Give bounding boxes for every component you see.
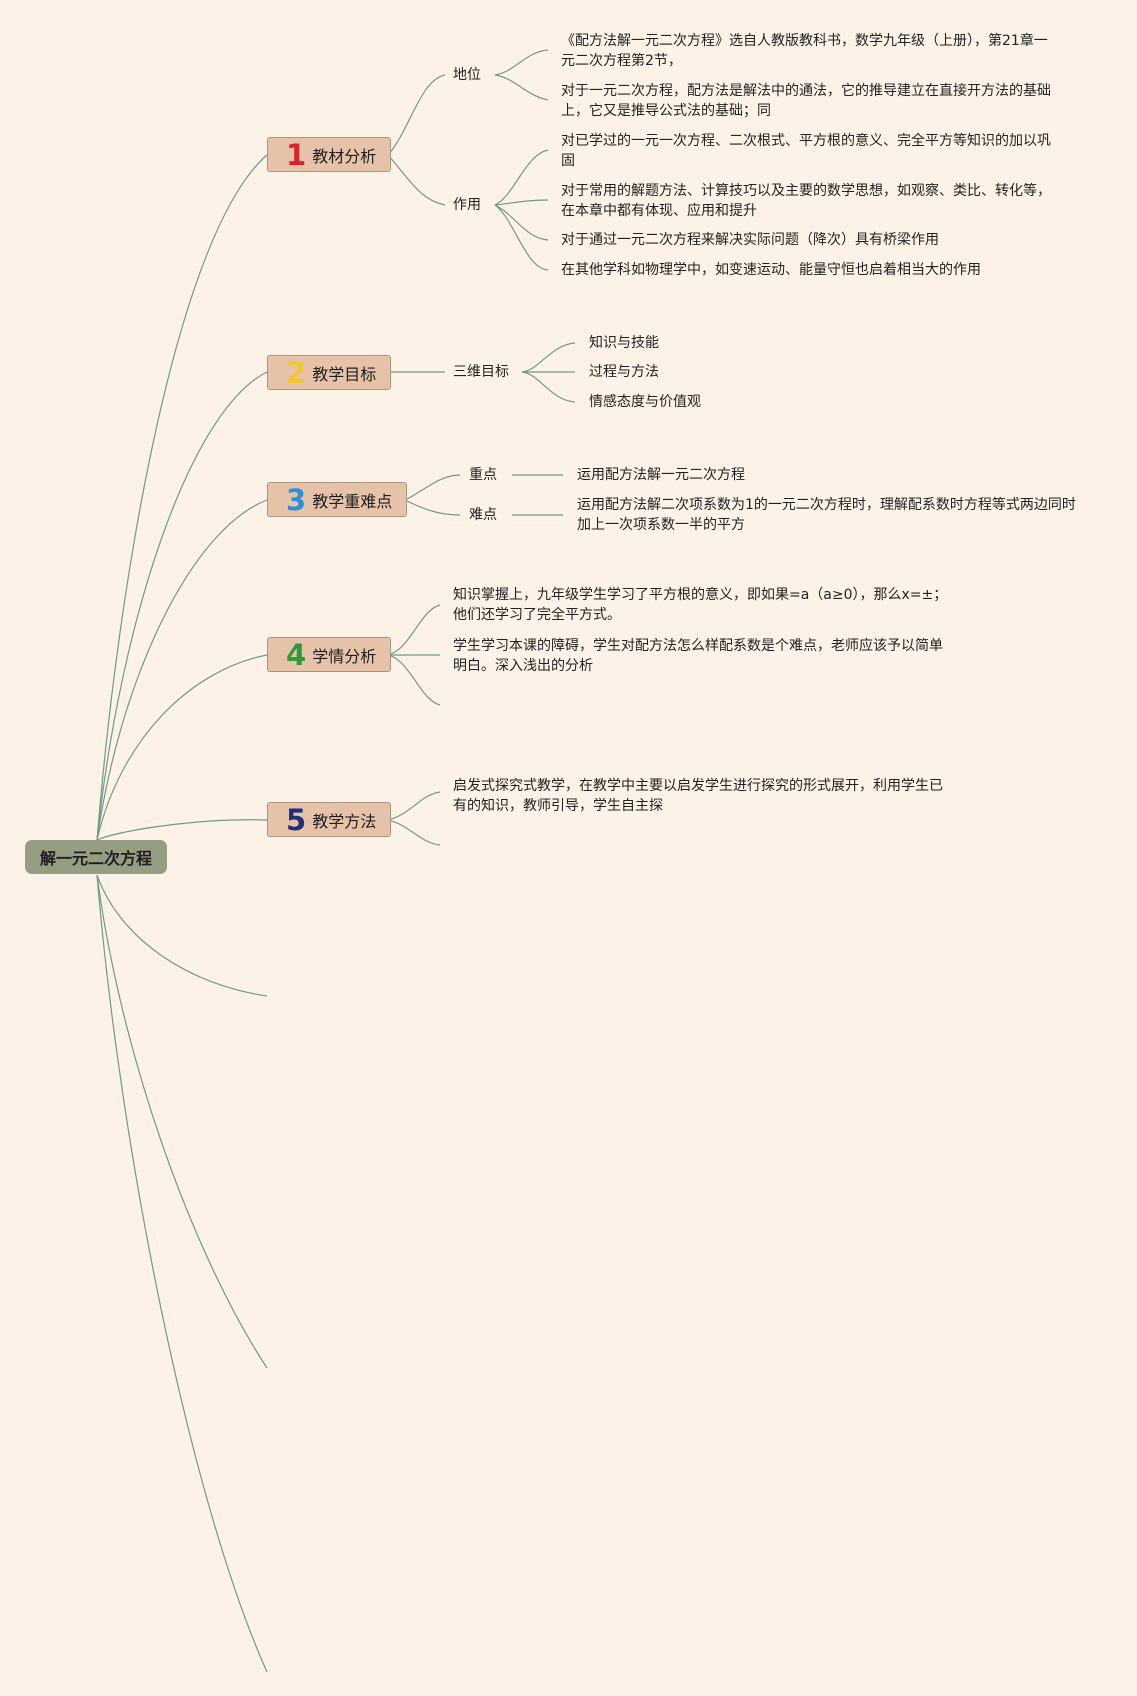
link-root-b5 — [96, 819, 268, 841]
link-b4-l3 — [387, 654, 441, 706]
branch-3-title: 教学重难点 — [312, 491, 393, 511]
link-b3-s1 — [404, 474, 461, 501]
branch-2-sub-1-leaf-3[interactable]: 情感态度与价值观 — [589, 394, 701, 410]
branch-2-number-icon: 2 — [286, 356, 307, 390]
link-b1-s2-l3 — [494, 204, 549, 241]
branch-3-sub-2-leaf-1[interactable]: 运用配方法解二次项系数为1的一元二次方程时，理解配系数时方程等式两边同时加上一次… — [577, 497, 1076, 533]
branch-1-sub-1-label[interactable]: 地位 — [453, 67, 481, 83]
link-b2-s1-l3 — [521, 371, 576, 403]
branch-5-leaf-1[interactable]: 启发式探究式教学，在教学中主要以启发学生进行探究的形式展开，利用学生已有的知识，… — [453, 778, 943, 814]
link-b1-s2-l1 — [494, 149, 549, 206]
branch-1-sub-2-leaf-2[interactable]: 对于常用的解题方法、计算技巧以及主要的数学思想，如观察、类比、转化等，在本章中都… — [561, 183, 1051, 219]
branch-1-number-icon: 1 — [286, 138, 307, 172]
link-root-b4 — [96, 654, 268, 841]
link-b1-s1-l2 — [494, 74, 549, 101]
branch-5-title: 教学方法 — [312, 811, 377, 831]
branch-3-sub-1-leaf-1[interactable]: 运用配方法解一元二次方程 — [577, 467, 745, 483]
branch-2-title: 教学目标 — [312, 364, 377, 384]
link-b3-s2 — [404, 499, 461, 516]
link-root-b3 — [96, 499, 268, 841]
branch-3-sub-1-label[interactable]: 重点 — [469, 467, 497, 483]
branch-5-number-icon: 5 — [286, 803, 307, 837]
branch-1-title: 教材分析 — [312, 146, 377, 166]
branch-4-leaf-2[interactable]: 学生学习本课的障碍，学生对配方法怎么样配系数是个难点，老师应该予以简单明白。深入… — [453, 638, 943, 674]
branch-1-node[interactable]: 1 教材分析 — [267, 137, 392, 172]
link-root-empty-1 — [96, 874, 268, 997]
branch-2-sub-1-leaf-1[interactable]: 知识与技能 — [589, 335, 659, 351]
branch-5-node[interactable]: 5 教学方法 — [267, 802, 392, 837]
branch-4-leaf-1[interactable]: 知识掌握上，九年级学生学习了平方根的意义，即如果=a（a≥0），那么x=±；他们… — [453, 587, 948, 623]
branch-4-title: 学情分析 — [312, 646, 377, 666]
link-root-b2 — [96, 371, 268, 841]
branch-2-node[interactable]: 2 教学目标 — [267, 355, 392, 390]
link-b1-s2-l2 — [494, 199, 549, 206]
branch-2-sub-1-label[interactable]: 三维目标 — [453, 364, 509, 380]
branch-1-sub-2-leaf-4[interactable]: 在其他学科如物理学中，如变速运动、能量守恒也启着相当大的作用 — [561, 262, 981, 278]
root-node[interactable]: 解一元二次方程 — [25, 840, 167, 874]
branch-4-number-icon: 4 — [286, 638, 307, 672]
branch-1-sub-2-leaf-3[interactable]: 对于通过一元二次方程来解决实际问题（降次）具有桥梁作用 — [561, 232, 939, 248]
branch-4-node[interactable]: 4 学情分析 — [267, 637, 392, 672]
branch-1-sub-1-leaf-1[interactable]: 《配方法解一元二次方程》选自人教版教科书，数学九年级（上册），第21章一元二次方… — [561, 33, 1048, 69]
link-b2-s1-l1 — [521, 342, 576, 373]
link-root-empty-2 — [96, 874, 268, 1369]
branch-3-node[interactable]: 3 教学重难点 — [267, 482, 408, 517]
branch-1-sub-1-leaf-2[interactable]: 对于一元二次方程，配方法是解法中的通法，它的推导建立在直接开方法的基础上，它又是… — [561, 83, 1051, 119]
link-b1-s2 — [387, 154, 446, 206]
link-b1-s1 — [387, 74, 446, 156]
link-b4-l1 — [387, 604, 441, 656]
link-b5-l2 — [387, 819, 441, 846]
link-root-empty-3 — [96, 874, 268, 1673]
link-root-b1 — [96, 154, 268, 841]
link-b5-l1 — [387, 791, 441, 821]
branch-1-sub-2-leaf-1[interactable]: 对已学过的一元一次方程、二次根式、平方根的意义、完全平方等知识的加以巩固 — [561, 133, 1051, 169]
branch-2-sub-1-leaf-2[interactable]: 过程与方法 — [589, 364, 659, 380]
branch-3-sub-2-label[interactable]: 难点 — [469, 507, 497, 523]
branch-1-sub-2-label[interactable]: 作用 — [453, 197, 481, 213]
branch-3-number-icon: 3 — [286, 483, 307, 517]
link-b1-s2-l4 — [494, 204, 549, 271]
link-b1-s1-l1 — [494, 49, 549, 76]
